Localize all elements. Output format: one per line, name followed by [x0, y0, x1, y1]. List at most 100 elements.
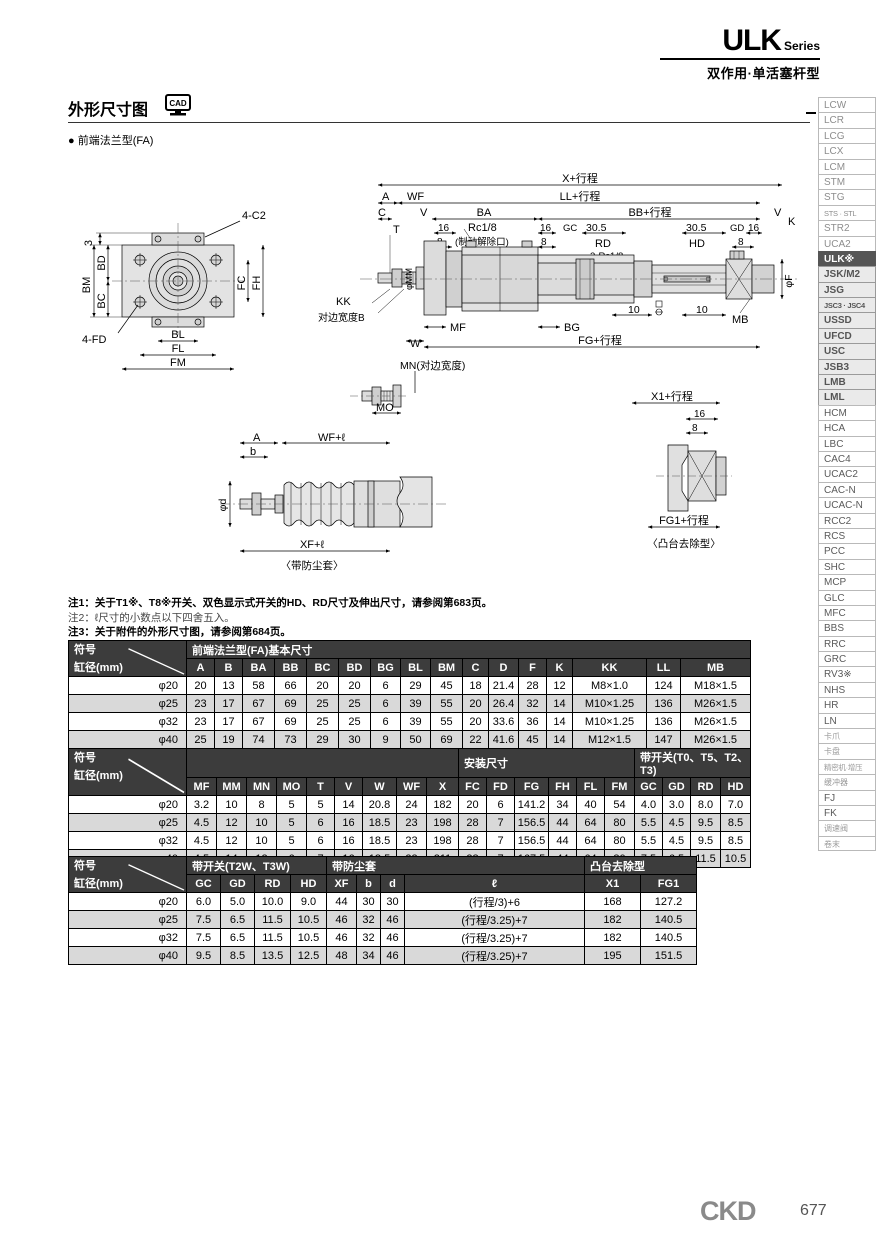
sidebar-item-lcg[interactable]: LCG [818, 127, 876, 144]
cell-A: 20 [186, 676, 215, 695]
sidebar-item-usc[interactable]: USC [818, 343, 876, 359]
sidebar-item-[interactable]: 卡盘 [818, 743, 876, 759]
sidebar-item-rv3[interactable]: RV3※ [818, 666, 876, 682]
cell-FC: 28 [458, 831, 487, 850]
cell-BC: 25 [306, 712, 339, 731]
sidebar-item-fk[interactable]: FK [818, 804, 876, 821]
cell-GD: 5.0 [220, 892, 255, 911]
label-10-right: 10 [696, 304, 708, 316]
cell-ℓ: (行程/3)+6 [404, 892, 585, 911]
cell-LL: 124 [646, 676, 681, 695]
caption-bellows: 〈带防尘套〉 [281, 559, 344, 572]
sidebar-item-pcc[interactable]: PCC [818, 543, 876, 559]
sidebar-item-hr[interactable]: HR [818, 697, 876, 713]
sidebar-item-rcs[interactable]: RCS [818, 527, 876, 544]
cell-W: 18.5 [362, 831, 397, 850]
cell-GD: 3.0 [662, 795, 691, 814]
sidebar-item-stsstl[interactable]: STS · STL [818, 204, 876, 221]
sidebar-item-lml[interactable]: LML [818, 389, 876, 405]
cell-C: 22 [462, 730, 489, 749]
cell-WF: 24 [396, 795, 427, 814]
cell-GD: 6.5 [220, 928, 255, 947]
sidebar-item-[interactable]: 卡爪 [818, 728, 876, 744]
column-header-GD: GD [220, 874, 255, 893]
cell-BL: 50 [400, 730, 431, 749]
label-16-left: 16 [438, 223, 450, 234]
cell-HD: 8.5 [720, 831, 751, 850]
sidebar-item-stm[interactable]: STM [818, 173, 876, 190]
sidebar-item-jsb3[interactable]: JSB3 [818, 358, 876, 375]
sidebar-item-stg[interactable]: STG [818, 189, 876, 205]
sidebar-item-rcc2[interactable]: RCC2 [818, 512, 876, 528]
sidebar-item-hcm[interactable]: HCM [818, 404, 876, 421]
row-bore-size: φ25 [68, 813, 187, 832]
cell-RD: 11.5 [690, 849, 721, 868]
sidebar-item-ln[interactable]: LN [818, 712, 876, 729]
cell-FM: 80 [604, 831, 635, 850]
note-1: 注1：关于T1※、T8※开关、双色显示式开关的HD、RD尺寸及伸出尺寸，请参阅第… [68, 597, 493, 609]
label-rd: RD [595, 238, 611, 250]
column-header-GC: GC [634, 777, 663, 796]
label-bl: BL [171, 329, 184, 341]
sidebar-item-mcp[interactable]: MCP [818, 574, 876, 590]
cell-FH: 44 [548, 813, 577, 832]
sidebar-item-hca[interactable]: HCA [818, 420, 876, 436]
cell-MO: 5 [276, 813, 307, 832]
sidebar-item-ucac2[interactable]: UCAC2 [818, 466, 876, 482]
cell-GC: 5.5 [634, 831, 663, 850]
sidebar-item-ussd[interactable]: USSD [818, 312, 876, 328]
label-8-mid: 8 [541, 237, 547, 248]
sidebar-item-ufcd[interactable]: UFCD [818, 327, 876, 344]
sidebar-item-jsg[interactable]: JSG [818, 281, 876, 298]
sidebar-item-bbs[interactable]: BBS [818, 620, 876, 636]
sidebar-item-lmb[interactable]: LMB [818, 374, 876, 390]
sidebar-item-cacn[interactable]: CAC-N [818, 481, 876, 498]
sidebar-item-fj[interactable]: FJ [818, 789, 876, 805]
sidebar-item-shc[interactable]: SHC [818, 558, 876, 575]
sidebar-item-[interactable]: 缓冲器 [818, 774, 876, 790]
sidebar-item-nhs[interactable]: NHS [818, 681, 876, 698]
sidebar-item-glc[interactable]: GLC [818, 589, 876, 605]
sidebar-item-grc[interactable]: GRC [818, 651, 876, 667]
dimension-drawing: 4-C2 4-FD BM BD BC 3 FC FH BL F [60, 155, 820, 595]
cell-FG1: 140.5 [640, 928, 697, 947]
sidebar-item-jsc3jsc4[interactable]: JSC3 · JSC4 [818, 297, 876, 313]
sidebar-item-ulk[interactable]: ULK※ [818, 250, 876, 267]
cell-RD: 8.0 [690, 795, 721, 814]
table-group-header-row: 符号缸径(mm)前端法兰型(FA)基本尺寸 [68, 640, 751, 677]
sidebar-item-lcw[interactable]: LCW [818, 97, 876, 113]
label-fg1-stroke: FG1+行程 [659, 514, 709, 527]
sidebar-item-cac4[interactable]: CAC4 [818, 450, 876, 467]
sidebar-item-[interactable]: 精密机·增压 [818, 758, 876, 775]
cell-BG: 6 [370, 676, 401, 695]
cell-HD: 10.5 [720, 849, 751, 868]
sidebar-item-lcm[interactable]: LCM [818, 158, 876, 174]
row-bore-size: φ40 [68, 730, 187, 749]
column-header-FM: FM [604, 777, 635, 796]
cell-FG: 156.5 [514, 813, 549, 832]
sidebar-item-lbc[interactable]: LBC [818, 435, 876, 451]
cell-HD: 8.5 [720, 813, 751, 832]
cell-ℓ: (行程/3.25)+7 [404, 910, 585, 929]
sidebar-item-[interactable]: 调速阀 [818, 820, 876, 836]
note-tag-3: 注3： [68, 626, 95, 639]
column-header-BM: BM [430, 658, 463, 677]
cell-K: 14 [546, 712, 573, 731]
caption-boss: 〈凸台去除型〉 [647, 537, 721, 550]
column-header-D: D [488, 658, 519, 677]
sidebar-item-[interactable]: 卷末 [818, 835, 876, 852]
sidebar-item-ucacn[interactable]: UCAC-N [818, 497, 876, 513]
sidebar-item-uca2[interactable]: UCA2 [818, 235, 876, 251]
sidebar-item-jskm2[interactable]: JSK/M2 [818, 266, 876, 282]
sidebar-item-lcx[interactable]: LCX [818, 143, 876, 159]
page-title: 外形尺寸图 [68, 102, 149, 119]
sidebar-item-lcr[interactable]: LCR [818, 112, 876, 128]
sidebar-item-mfc[interactable]: MFC [818, 604, 876, 621]
sidebar-item-rrc[interactable]: RRC [818, 635, 876, 652]
cell-GD: 4.5 [662, 831, 691, 850]
label-k: K [788, 216, 796, 228]
sidebar-item-str2[interactable]: STR2 [818, 220, 876, 236]
note-tag-2: 注2： [68, 611, 95, 624]
